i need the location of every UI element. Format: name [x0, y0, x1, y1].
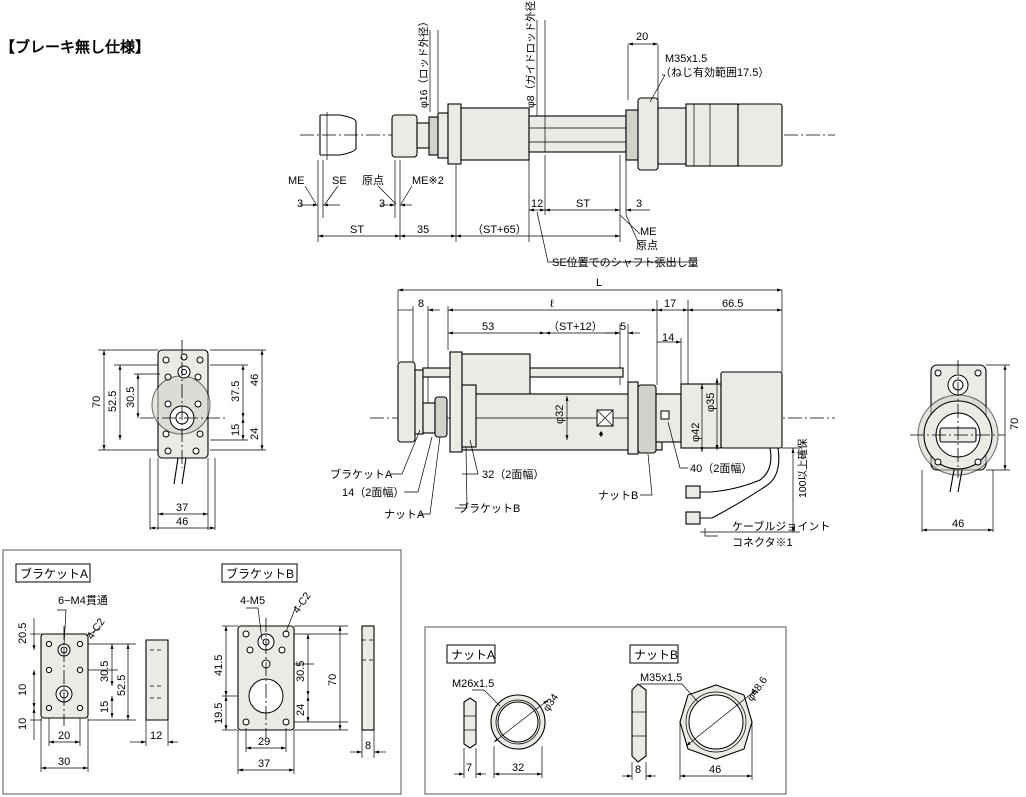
- cable-length-label: 100以上確保: [796, 438, 809, 498]
- bracket-b-dim-30-5: 30.5: [295, 661, 307, 682]
- nut-a-title: ナットA: [451, 648, 495, 662]
- width14-label: 14（2面幅）: [342, 486, 404, 499]
- nut-a-panel: [446, 644, 549, 778]
- bracket-a-dim-30-5: 30.5: [99, 661, 111, 682]
- page-title: 【ブレーキ無し仕様】: [0, 38, 150, 56]
- bracket-a-holes: 6−M4貫通: [58, 594, 108, 607]
- phi16-label: φ16（ロッド外径）: [417, 16, 430, 108]
- connector-label: コネクタ※1: [732, 536, 793, 549]
- dim-ell: ℓ: [550, 298, 554, 310]
- left-dim-52-5: 52.5: [107, 391, 119, 412]
- dim-8: 8: [418, 298, 424, 310]
- bracket-b-dim-37: 37: [258, 758, 270, 770]
- bracket-b-dim-19-5: 19.5: [213, 703, 225, 724]
- me-right-label: ME: [640, 226, 657, 238]
- top-view: [300, 20, 835, 263]
- dim-12: 12: [531, 198, 543, 210]
- phi32-label: φ32: [554, 405, 566, 424]
- dim-53: 53: [482, 321, 494, 333]
- nut-b-dim-8: 8: [635, 764, 641, 776]
- bracket-b-label: ブラケットB: [458, 501, 520, 515]
- nut-b-thread: M35x1.5: [640, 672, 682, 684]
- left-dim-70: 70: [91, 396, 103, 408]
- dim-st-bottom: ST: [350, 224, 364, 236]
- cable-joint-label: ケーブルジョイント: [732, 519, 830, 533]
- dim-14: 14: [662, 332, 674, 344]
- left-dim-37: 37: [176, 502, 188, 514]
- main-view: [370, 288, 835, 537]
- dim-3c: 3: [636, 198, 642, 210]
- nut-panel-frame: [424, 626, 787, 795]
- bracket-panel-frame: [2, 549, 402, 795]
- nut-a-dim-32: 32: [512, 762, 524, 774]
- thread-range: （ねじ有効範囲17.5）: [660, 65, 769, 79]
- bracket-b-dim-70: 70: [327, 674, 339, 686]
- bracket-b-chamfer: 4-C2: [291, 590, 314, 616]
- bracket-a-chamfer: 4-C2: [85, 616, 108, 642]
- nut-b-label: ナットB: [598, 489, 638, 502]
- bracket-a-label: ブラケットA: [330, 467, 393, 481]
- me-label: ME: [288, 175, 305, 187]
- nut-a-label: ナットA: [384, 508, 425, 521]
- bracket-b-panel: [221, 563, 386, 774]
- phi35-label: φ35: [705, 393, 717, 412]
- bracket-a-dim-20: 20: [58, 730, 70, 742]
- dim-20: 20: [636, 31, 648, 43]
- dim-66-5: 66.5: [722, 298, 743, 310]
- right-dim-70: 70: [1009, 418, 1021, 430]
- bracket-a-dim-10a: 10: [17, 684, 29, 696]
- bracket-b-title: ブラケットB: [226, 566, 294, 581]
- nut-a-dim-7: 7: [466, 762, 472, 774]
- dim-3b: 3: [379, 198, 385, 210]
- dim-L: L: [596, 277, 602, 289]
- bracket-a-dim-52-5: 52.5: [116, 675, 128, 696]
- bracket-a-dim-15: 15: [99, 701, 111, 713]
- nut-b-title: ナットB: [634, 648, 678, 662]
- right-dim-46: 46: [952, 518, 964, 530]
- nut-b-panel: [622, 644, 757, 780]
- bracket-a-dim-12: 12: [150, 730, 162, 742]
- origin-label: 原点: [362, 174, 384, 187]
- dim-35: 35: [417, 224, 429, 236]
- width40-label: 40（2面幅）: [690, 462, 752, 475]
- nut-b-dim-46: 46: [709, 764, 721, 776]
- dim-st65: （ST+65）: [472, 223, 527, 236]
- me-note-label: ME※2: [412, 175, 444, 187]
- left-dim-37-5: 37.5: [230, 381, 242, 402]
- left-dim-30-5: 30.5: [125, 387, 137, 408]
- left-dim-15: 15: [230, 424, 242, 436]
- shaft-note: SE位置でのシャフト張出し量: [552, 255, 699, 269]
- bracket-b-dim-29: 29: [258, 736, 270, 748]
- bracket-a-dim-20-5: 20.5: [17, 623, 29, 644]
- bracket-a-dim-10b: 10: [17, 718, 29, 730]
- bracket-a-panel: [15, 563, 178, 772]
- dim-17: 17: [664, 298, 676, 310]
- thread-label: M35x1.5: [665, 53, 707, 65]
- width32-label: 32（2面幅）: [482, 468, 544, 481]
- bracket-b-dim-8: 8: [365, 740, 371, 752]
- bracket-b-dim-24: 24: [295, 704, 307, 716]
- dim-3a: 3: [297, 198, 303, 210]
- right-view: [910, 360, 1010, 532]
- bracket-a-title: ブラケットA: [20, 566, 88, 581]
- bracket-b-holes: 4-M5: [240, 595, 265, 607]
- left-dim-46: 46: [249, 374, 261, 386]
- left-view: [98, 340, 266, 530]
- nut-a-phi34: φ34: [541, 692, 562, 714]
- phi8-label: φ8（ガイドロッド外径）: [524, 0, 537, 108]
- dim-5: 5: [620, 321, 626, 333]
- se-label: SE: [332, 175, 347, 187]
- left-dim-24: 24: [249, 428, 261, 440]
- nut-a-thread: M26x1.5: [452, 678, 494, 690]
- dim-st-top: ST: [576, 198, 590, 210]
- phi42-label: φ42: [690, 423, 702, 442]
- nut-b-phi48-6: φ48.6: [745, 674, 771, 703]
- bracket-a-dim-30: 30: [58, 756, 70, 768]
- dim-st12: （ST+12）: [548, 320, 603, 333]
- origin-right-label: 原点: [636, 239, 658, 252]
- left-dim-46-bottom: 46: [176, 516, 188, 528]
- bracket-b-dim-41-5: 41.5: [213, 655, 225, 676]
